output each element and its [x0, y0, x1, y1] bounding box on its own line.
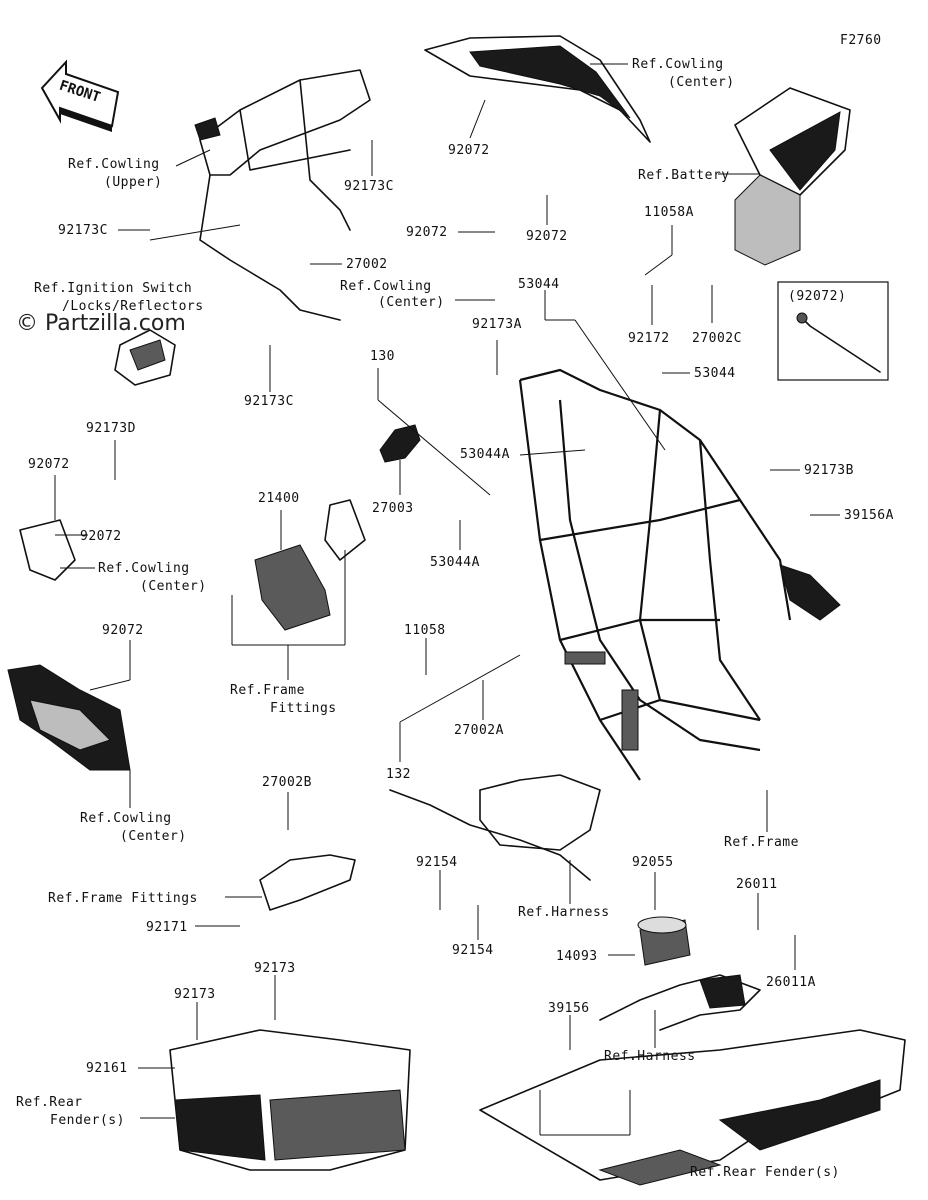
label-53044-b: 53044 [694, 366, 736, 381]
label-53044a-a: 53044A [460, 447, 510, 462]
label-11058: 11058 [404, 623, 446, 638]
bracket-27002b-part [259, 854, 356, 911]
label-92072-d: 92072 [28, 457, 70, 472]
label-92072-f: 92072 [102, 623, 144, 638]
label-cowling-center-low-2: (Center) [120, 829, 187, 844]
label-92173d: 92173D [86, 421, 136, 436]
label-cowling-center-left-2: (Center) [140, 579, 207, 594]
label-92072-e: 92072 [80, 529, 122, 544]
label-box-part: (92072) [788, 289, 846, 304]
diagram-code: F2760 [840, 33, 882, 48]
label-27003: 27003 [372, 501, 414, 516]
main-frame-part [518, 368, 841, 781]
leader-lines [54, 63, 840, 1136]
cowling-center-top-part [424, 35, 651, 143]
harness-part [389, 774, 601, 881]
rear-fender-left-part [169, 1029, 411, 1171]
label-92154-b: 92154 [452, 943, 494, 958]
label-92173a: 92173A [472, 317, 522, 332]
label-92173c-b: 92173C [58, 223, 108, 238]
rear-fender-right-part [479, 1029, 906, 1186]
coil-21400-part [254, 499, 366, 631]
label-53044-a: 53044 [518, 277, 560, 292]
label-cowling-upper-1: Ref.Cowling [68, 157, 160, 172]
label-92154-a: 92154 [416, 855, 458, 870]
label-cowling-upper-2: (Upper) [104, 175, 162, 190]
label-cowling-center-mid-1: Ref.Cowling [340, 279, 432, 294]
cowling-upper-frame-part [194, 69, 371, 321]
label-26011: 26011 [736, 877, 778, 892]
label-14093: 14093 [556, 949, 598, 964]
cylinder-14093-part [637, 916, 691, 966]
reflector-27003-part [379, 424, 421, 463]
label-cowling-center-top-2: (Center) [668, 75, 735, 90]
label-frame-fittings-b: Ref.Frame Fittings [48, 891, 198, 906]
label-27002a: 27002A [454, 723, 504, 738]
label-harness-a: Ref.Harness [518, 905, 610, 920]
cowling-center-left-part [7, 519, 131, 771]
label-53044a-b: 53044A [430, 555, 480, 570]
label-11058a: 11058A [644, 205, 694, 220]
label-92173-a: 92173 [254, 961, 296, 976]
label-27002b: 27002B [262, 775, 312, 790]
label-26011a: 26011A [766, 975, 816, 990]
label-rear-fender-a-1: Ref.Rear [16, 1095, 83, 1110]
label-92161: 92161 [86, 1061, 128, 1076]
label-92072-top: 92072 [448, 143, 490, 158]
label-frame: Ref.Frame [724, 835, 799, 850]
bolt-box [777, 281, 889, 381]
label-frame-fittings-a-2: Fittings [270, 701, 337, 716]
label-130: 130 [370, 349, 395, 364]
label-92173c-c: 92173C [244, 394, 294, 409]
label-21400: 21400 [258, 491, 300, 506]
label-132: 132 [386, 767, 411, 782]
label-27002: 27002 [346, 257, 388, 272]
label-92172: 92172 [628, 331, 670, 346]
label-92173b: 92173B [804, 463, 854, 478]
label-harness-b: Ref.Harness [604, 1049, 696, 1064]
label-ignition-1: Ref.Ignition Switch [34, 281, 192, 296]
watermark: © Partzilla.com [16, 311, 186, 336]
label-27002c: 27002C [692, 331, 742, 346]
label-battery: Ref.Battery [638, 168, 730, 183]
label-92055: 92055 [632, 855, 674, 870]
label-ignition-2: /Locks/Reflectors [62, 299, 204, 314]
label-cowling-center-mid-2: (Center) [378, 295, 445, 310]
label-92171: 92171 [146, 920, 188, 935]
label-rear-fender-a-2: Fender(s) [50, 1113, 125, 1128]
label-cowling-center-top-1: Ref.Cowling [632, 57, 724, 72]
label-92072-c: 92072 [526, 229, 568, 244]
label-cowling-center-left-1: Ref.Cowling [98, 561, 190, 576]
ignition-switch-part [114, 329, 176, 386]
label-92173-b: 92173 [174, 987, 216, 1002]
label-92173c-a: 92173C [344, 179, 394, 194]
connector-part [699, 974, 746, 1009]
battery-part [734, 87, 851, 266]
label-frame-fittings-a-1: Ref.Frame [230, 683, 305, 698]
label-39156: 39156 [548, 1001, 590, 1016]
front-arrow-icon: FRONT [40, 59, 120, 132]
label-rear-fender-b: Ref.Rear Fender(s) [690, 1165, 840, 1180]
label-39156a: 39156A [844, 508, 894, 523]
label-cowling-center-low-1: Ref.Cowling [80, 811, 172, 826]
label-92072-b: 92072 [406, 225, 448, 240]
